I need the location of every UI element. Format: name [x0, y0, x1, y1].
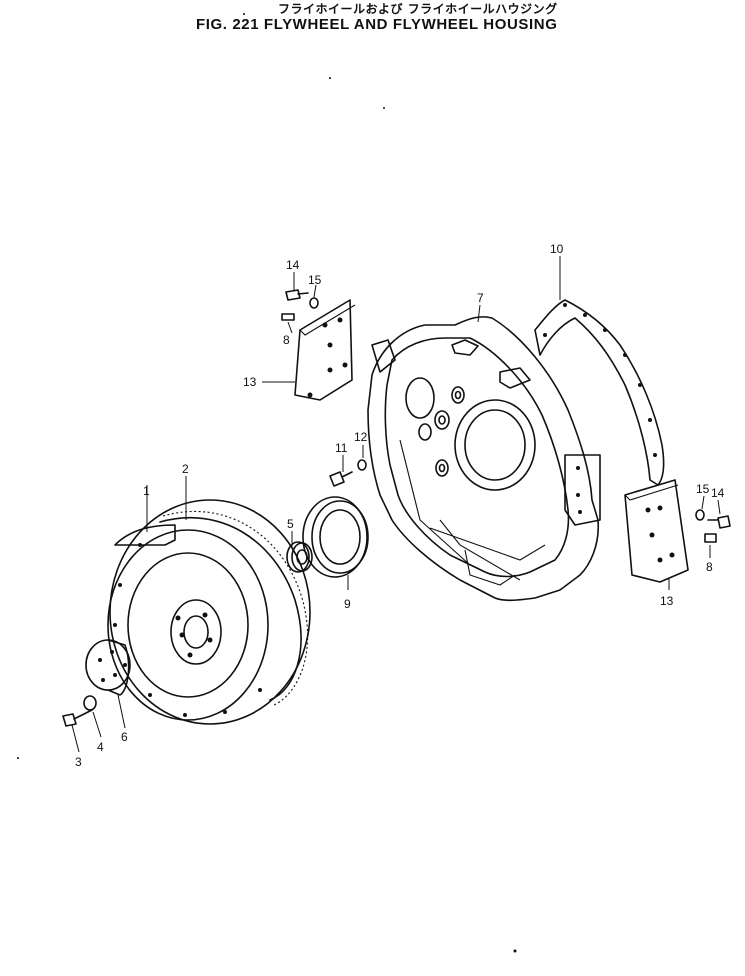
- ring-gear: [159, 511, 309, 707]
- callout-6: 6: [121, 730, 128, 744]
- callout-14-left: 14: [286, 258, 300, 272]
- callout-1: 1: [143, 484, 150, 498]
- callout-9: 9: [344, 597, 351, 611]
- callout-15-right: 15: [696, 482, 710, 496]
- bolts-and-pins: [62, 289, 731, 727]
- oil-seal: [302, 496, 369, 578]
- gasket: [534, 299, 665, 486]
- callout-5: 5: [287, 517, 294, 531]
- callout-7: 7: [477, 291, 484, 305]
- figure-title: FIG. 221 FLYWHEEL AND FLYWHEEL HOUSING: [196, 16, 558, 33]
- flywheel-housing: [367, 316, 601, 602]
- callout-4: 4: [97, 740, 104, 754]
- flywheel: [107, 499, 311, 725]
- bracket-right: [624, 479, 689, 583]
- title-japanese: フライホイールおよび フライホイールハウジング: [278, 2, 558, 16]
- plate: [85, 639, 131, 696]
- leader-lines: [71, 256, 721, 753]
- callout-11: 11: [335, 441, 348, 455]
- callout-13-right: 13: [660, 594, 674, 608]
- callout-3: 3: [75, 755, 82, 769]
- bracket-left: [294, 299, 356, 401]
- bearing: [286, 541, 313, 573]
- callout-2: 2: [182, 462, 189, 476]
- callout-15-left: 15: [308, 273, 322, 287]
- callout-8-left: 8: [283, 333, 290, 347]
- callout-10: 10: [550, 242, 564, 256]
- callout-14-right: 14: [711, 486, 725, 500]
- scan-specks: [17, 13, 517, 953]
- callout-12: 12: [354, 430, 368, 444]
- callout-8-right: 8: [706, 560, 713, 574]
- callout-labels: 1 2 3 4 5 6 7 8 8 9 10 11 12 13 13 14 14…: [75, 242, 725, 769]
- callout-13-left: 13: [243, 375, 257, 389]
